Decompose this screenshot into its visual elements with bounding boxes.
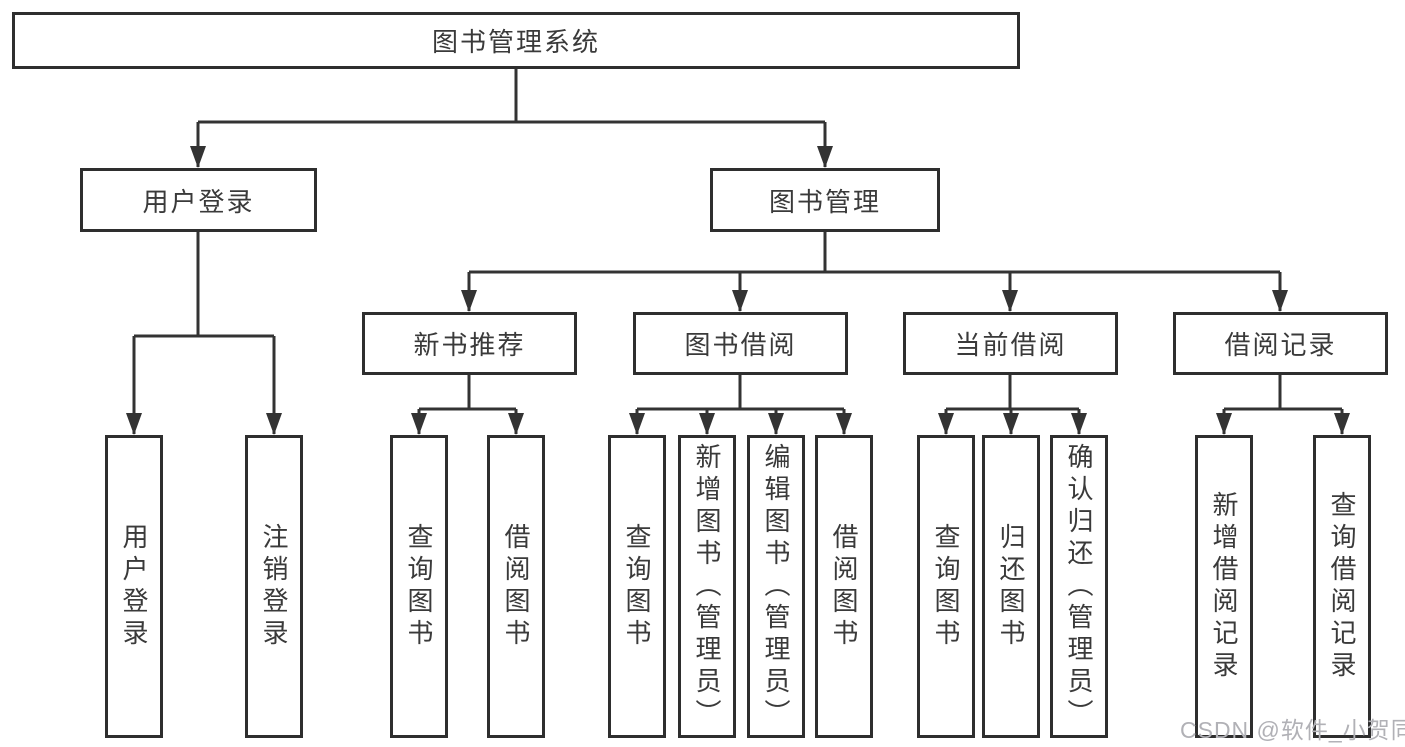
node-new-book-recommendation: 新书推荐 bbox=[362, 312, 577, 375]
leaf-label: 确认归还（管理员） bbox=[1064, 442, 1094, 731]
leaf-label: 注销登录 bbox=[259, 522, 289, 651]
leaf-label: 借阅图书 bbox=[501, 522, 531, 651]
leaf-add-book-admin: 新增图书（管理员） bbox=[678, 435, 736, 738]
leaf-label: 新增图书（管理员） bbox=[692, 442, 722, 731]
leaf-label: 借阅图书 bbox=[829, 522, 859, 651]
node-book-borrowing: 图书借阅 bbox=[633, 312, 848, 375]
leaf-label: 用户登录 bbox=[119, 522, 149, 651]
leaf-label: 归还图书 bbox=[996, 522, 1026, 651]
leaf-label: 查询图书 bbox=[622, 522, 652, 651]
leaf-query-books-recommend: 查询图书 bbox=[390, 435, 448, 738]
leaf-user-login: 用户登录 bbox=[105, 435, 163, 738]
node-current-borrowing: 当前借阅 bbox=[903, 312, 1118, 375]
leaf-query-books-current: 查询图书 bbox=[917, 435, 975, 738]
node-label: 借阅记录 bbox=[1224, 330, 1337, 360]
leaf-label: 查询图书 bbox=[931, 522, 961, 651]
leaf-logout: 注销登录 bbox=[245, 435, 303, 738]
leaf-confirm-return-admin: 确认归还（管理员） bbox=[1050, 435, 1108, 738]
csdn-watermark: CSDN @软件_小贺同学 bbox=[1180, 717, 1405, 743]
leaf-label: 新增借阅记录 bbox=[1209, 490, 1239, 683]
node-label: 新书推荐 bbox=[413, 330, 526, 360]
node-label: 用户登录 bbox=[142, 186, 255, 217]
leaf-label: 查询借阅记录 bbox=[1327, 490, 1357, 683]
arrowhead-icons bbox=[126, 146, 1350, 435]
node-label: 当前借阅 bbox=[954, 330, 1067, 360]
leaf-return-book: 归还图书 bbox=[982, 435, 1040, 738]
leaf-label: 编辑图书（管理员） bbox=[761, 442, 791, 731]
node-label: 图书管理 bbox=[768, 186, 881, 217]
leaf-borrow-books-recommend: 借阅图书 bbox=[487, 435, 545, 738]
node-label: 图书管理系统 bbox=[431, 27, 600, 57]
node-library-management-system: 图书管理系统 bbox=[12, 12, 1020, 69]
node-borrowing-records: 借阅记录 bbox=[1173, 312, 1388, 375]
leaf-query-borrow-record: 查询借阅记录 bbox=[1313, 435, 1371, 738]
leaf-edit-book-admin: 编辑图书（管理员） bbox=[747, 435, 805, 738]
node-label: 图书借阅 bbox=[684, 330, 797, 360]
leaf-label: 查询图书 bbox=[404, 522, 434, 651]
leaf-query-books-borrowing: 查询图书 bbox=[608, 435, 666, 738]
leaf-borrow-books-borrowing: 借阅图书 bbox=[815, 435, 873, 738]
leaf-add-borrow-record: 新增借阅记录 bbox=[1195, 435, 1253, 738]
tree-connector-path bbox=[132, 69, 1344, 434]
node-book-management: 图书管理 bbox=[710, 168, 940, 232]
node-user-login: 用户登录 bbox=[80, 168, 317, 232]
